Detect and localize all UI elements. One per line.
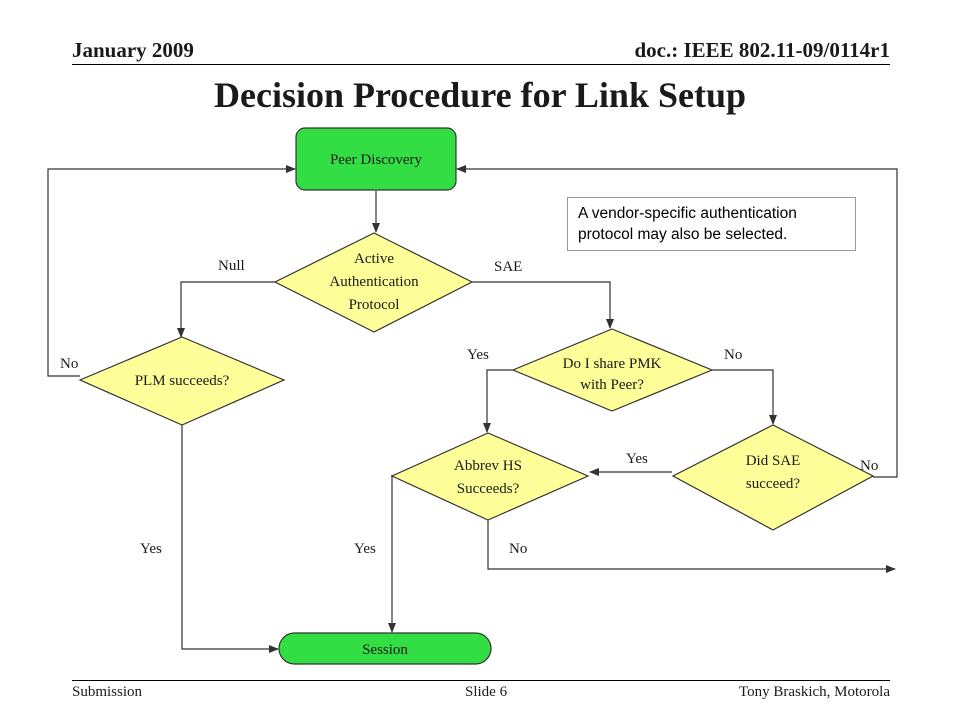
edge-pmk-yes-to-abbrev <box>483 369 513 433</box>
header-doc-id: doc.: IEEE 802.11-09/0114r1 <box>634 38 890 62</box>
edge-label-sae-yes: Yes <box>626 451 648 467</box>
edge-plm-no-to-discovery <box>47 165 296 377</box>
did-sae-label-line1: Did SAE <box>746 453 801 469</box>
edge-sae-to-pmk <box>472 281 614 329</box>
share-pmk-label-line2: with Peer? <box>580 377 644 393</box>
page-title: Decision Procedure for Link Setup <box>213 75 747 115</box>
edge-label-null: Null <box>218 258 245 274</box>
peer-discovery-node: Peer Discovery <box>295 127 457 191</box>
active-auth-label-line3: Protocol <box>349 297 400 313</box>
share-pmk-label-line1: Do I share PMK <box>563 356 662 372</box>
edge-sae-no-to-discovery <box>456 165 898 478</box>
vendor-note-box: A vendor-specific authentication protoco… <box>567 197 856 251</box>
did-sae-label-line2: succeed? <box>746 476 800 492</box>
footer-submission: Submission <box>72 684 143 700</box>
edge-label-sae-no: No <box>860 458 878 474</box>
share-pmk-node: Do I share PMK with Peer? <box>511 328 714 412</box>
abbrev-hs-label-line2: Succeeds? <box>457 481 520 497</box>
footer-rule <box>72 680 890 681</box>
edge-pmk-no-to-sae <box>712 369 777 425</box>
did-sae-node: Did SAE succeed? <box>671 424 875 531</box>
footer-slide-number: Slide 6 <box>465 684 508 700</box>
edge-null-to-plm <box>177 281 275 338</box>
plm-node: PLM succeeds? <box>78 336 286 426</box>
active-auth-label-line1: Active <box>354 251 394 267</box>
active-auth-label-line2: Authentication <box>329 274 419 290</box>
edge-plm-yes-to-session <box>181 425 279 653</box>
edge-abbrev-no-to-discovery <box>487 520 896 573</box>
active-auth-node: Active Authentication Protocol <box>273 232 474 333</box>
peer-discovery-label: Peer Discovery <box>330 152 423 168</box>
edge-label-sae: SAE <box>494 259 522 275</box>
plm-label: PLM succeeds? <box>135 373 230 389</box>
abbrev-hs-label-line1: Abbrev HS <box>454 458 522 474</box>
edge-label-plm-no: No <box>60 356 78 372</box>
session-label: Session <box>362 642 408 658</box>
edge-label-abbrev-no: No <box>509 541 527 557</box>
footer-author: Tony Braskich, Motorola <box>738 684 890 700</box>
abbrev-hs-node: Abbrev HS Succeeds? <box>390 432 590 521</box>
header-rule <box>72 64 890 65</box>
session-node: Session <box>278 632 492 665</box>
edge-label-plm-yes: Yes <box>140 541 162 557</box>
edge-label-abbrev-yes: Yes <box>354 541 376 557</box>
edge-label-pmk-yes: Yes <box>467 347 489 363</box>
edge-label-pmk-no: No <box>724 347 742 363</box>
header-date: January 2009 <box>72 38 194 62</box>
